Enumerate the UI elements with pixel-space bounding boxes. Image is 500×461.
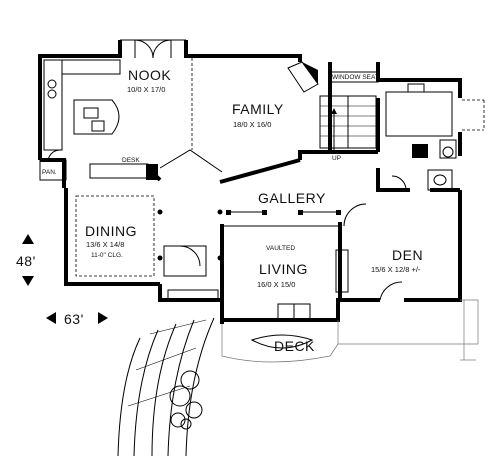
den-details: [343, 175, 407, 301]
right-arrow-icon: [98, 312, 108, 324]
family-label: FAMILY: [232, 101, 284, 117]
family-details: [159, 58, 379, 173]
desk-label: DESK: [122, 157, 140, 164]
nook-doors: [120, 39, 186, 59]
exterior-walls: [38, 40, 462, 324]
den-dims: 15/6 X 12/8 +/-: [371, 265, 421, 274]
living-label: LIVING: [259, 261, 308, 277]
gallery-details: [222, 210, 341, 227]
family-dims: 18/0 X 16/0: [233, 120, 271, 129]
living-dims: 16/0 X 15/0: [257, 280, 295, 289]
up-arrow-icon: [22, 234, 34, 244]
nook-label: NOOK: [128, 67, 171, 83]
pantry-label: PAN.: [42, 169, 57, 176]
stair-up-label: UP: [332, 155, 341, 162]
window-seat-label: WINDOW SEAT: [332, 74, 379, 81]
kitchen: [39, 59, 158, 181]
gallery-label: GALLERY: [258, 190, 326, 206]
staircase: [319, 95, 377, 150]
den-label: DEN: [392, 247, 423, 263]
nook-dims: 10/0 X 17/0: [127, 85, 165, 94]
dining-ceiling-note: 11-0" CLG.: [91, 252, 123, 259]
dimension-markers: [22, 234, 108, 324]
deck-label: DECK: [274, 338, 315, 354]
dining-dims: 13/6 X 14/8: [86, 240, 124, 249]
labels: NOOK 10/0 X 17/0 FAMILY 18/0 X 16/0 WIND…: [16, 67, 423, 354]
left-arrow-icon: [46, 312, 56, 324]
overall-width-label: 63': [64, 311, 84, 327]
dining-details: [75, 195, 223, 301]
bath: [385, 83, 485, 191]
deck-and-stair: [117, 299, 479, 457]
dining-label: DINING: [85, 223, 137, 239]
living-details: [277, 249, 349, 320]
overall-depth-label: 48': [16, 253, 36, 269]
down-arrow-icon: [22, 276, 34, 286]
living-note: VAULTED: [266, 245, 295, 252]
